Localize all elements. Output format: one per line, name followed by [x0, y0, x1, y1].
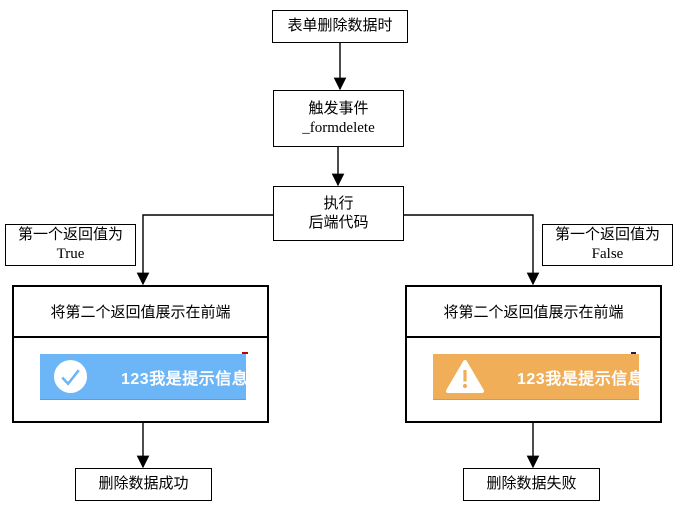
- node-label-line1: 触发事件: [308, 100, 369, 117]
- toast-message: 123我是提示信息: [121, 370, 249, 388]
- node-label: 表单删除数据时: [287, 18, 393, 34]
- node-label-line2: 后端代码: [308, 214, 369, 231]
- connector-execute-to-show-false: [404, 214, 540, 286]
- stray-mark: [242, 352, 248, 354]
- toast-preview-area: 123我是提示信息: [14, 338, 267, 423]
- node-label: 删除数据成功: [98, 476, 189, 492]
- node-show-return-value-success: 将第二个返回值展示在前端 123我是提示信息: [12, 285, 269, 423]
- toast-success: 123我是提示信息: [40, 352, 249, 400]
- node-delete-success: 删除数据成功: [75, 468, 212, 501]
- connector-execute-to-show-true: [136, 214, 273, 286]
- node-form-delete-event: 表单删除数据时: [272, 10, 408, 43]
- node-label: 将第二个返回值展示在前端: [443, 305, 624, 321]
- node-show-return-value-header: 将第二个返回值展示在前端: [407, 287, 660, 338]
- toast-preview-area: 123我是提示信息: [407, 338, 660, 423]
- node-execute-backend-code: 执行 后端代码: [273, 186, 404, 241]
- node-delete-failure: 删除数据失败: [463, 468, 600, 501]
- node-trigger-formdelete: 触发事件 _formdelete: [273, 90, 404, 147]
- warning-triangle-icon: [446, 359, 484, 394]
- node-label: 删除数据失败: [486, 476, 577, 492]
- toast-message: 123我是提示信息: [517, 370, 645, 388]
- node-label-line1: 第一个返回值为: [554, 227, 660, 243]
- node-show-return-value-header: 将第二个返回值展示在前端: [14, 287, 267, 338]
- node-label-line2: True: [56, 246, 85, 262]
- node-show-return-value-failure: 将第二个返回值展示在前端 123我是提示信息: [405, 285, 662, 423]
- node-condition-false: 第一个返回值为 False: [542, 224, 673, 266]
- node-label-line2: False: [591, 246, 624, 262]
- stray-mark: [631, 352, 636, 354]
- node-label-line1: 第一个返回值为: [17, 227, 123, 243]
- check-circle-icon: [53, 359, 88, 394]
- node-label-line1: 执行: [323, 195, 354, 212]
- node-label: 将第二个返回值展示在前端: [50, 305, 231, 321]
- node-label-line2: _formdelete: [302, 119, 375, 136]
- toast-warning: 123我是提示信息: [433, 352, 644, 400]
- node-condition-true: 第一个返回值为 True: [5, 224, 136, 266]
